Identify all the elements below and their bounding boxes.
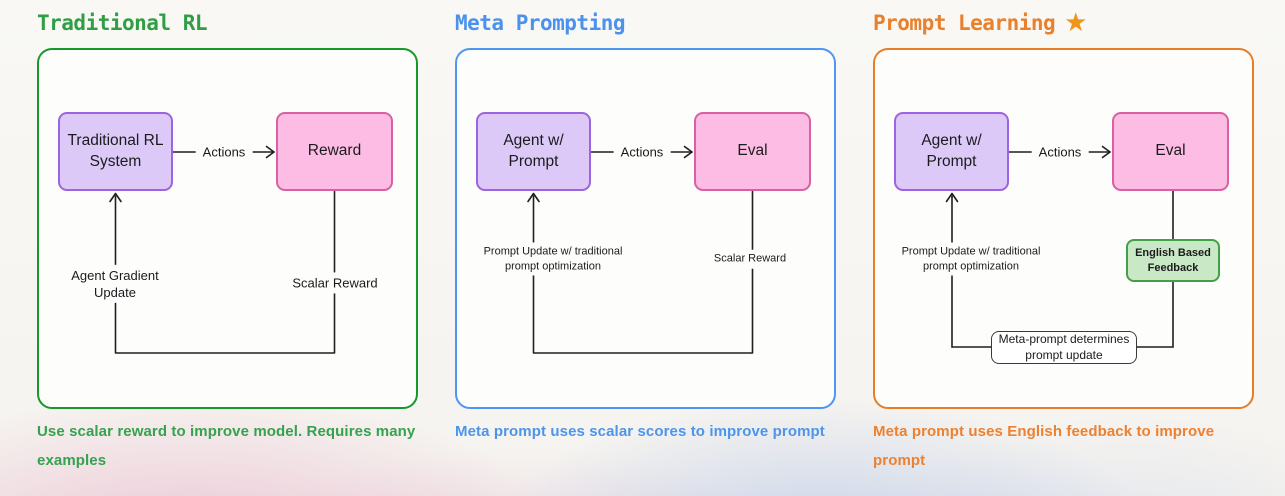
flow-lines	[109, 145, 336, 354]
feedback-left-label: Agent Gradient Update	[60, 264, 170, 304]
panel-title-text: Traditional RL	[37, 11, 208, 35]
agent-node: Agent w/ Prompt	[894, 112, 1009, 191]
panel-caption: Meta prompt uses English feedback to imp…	[873, 423, 1215, 470]
panel-title: Traditional RL	[37, 8, 208, 38]
panel-frame: Traditional RL System Reward Actions Age…	[37, 48, 418, 409]
panel-caption: Meta prompt uses scalar scores to improv…	[455, 423, 825, 440]
star-icon: ★	[1064, 8, 1087, 38]
panel-frame: Agent w/ Prompt Eval Actions Prompt Upda…	[455, 48, 836, 409]
panel-title: Prompt Learning ★	[873, 8, 1087, 38]
feedback-right-label: Scalar Reward	[288, 272, 382, 294]
eval-node: Eval	[694, 112, 811, 191]
panel-title: Meta Prompting	[455, 8, 626, 38]
panel-frame: Agent w/ Prompt Eval English Based Feedb…	[873, 48, 1254, 409]
actions-label: Actions	[195, 144, 253, 160]
reward-node: Reward	[276, 112, 393, 191]
panel-prompt-learning: Prompt Learning ★ Agent w/ Prompt Eval E…	[873, 0, 1254, 496]
panel-title-text: Meta Prompting	[455, 11, 626, 35]
eval-node: Eval	[1112, 112, 1229, 191]
actions-label: Actions	[1031, 144, 1089, 160]
feedback-right-label: Scalar Reward	[709, 249, 791, 269]
feedback-left-label: Prompt Update w/ traditional prompt opti…	[891, 242, 1051, 276]
agent-node: Agent w/ Prompt	[476, 112, 591, 191]
feedback-left-label: Prompt Update w/ traditional prompt opti…	[473, 242, 633, 276]
panel-caption: Use scalar reward to improve model. Requ…	[37, 423, 416, 470]
panel-meta-prompting: Meta Prompting Agent w/ Prompt Eval Acti…	[455, 0, 836, 496]
panel-title-text: Prompt Learning	[873, 11, 1056, 35]
panel-traditional-rl: Traditional RL Traditional RL System Rew…	[37, 0, 418, 496]
english-feedback-node: English Based Feedback	[1126, 239, 1220, 282]
agent-node: Traditional RL System	[58, 112, 173, 191]
actions-label: Actions	[613, 144, 671, 160]
meta-prompt-node: Meta-prompt determines prompt update	[991, 331, 1137, 364]
flow-lines	[527, 145, 754, 354]
